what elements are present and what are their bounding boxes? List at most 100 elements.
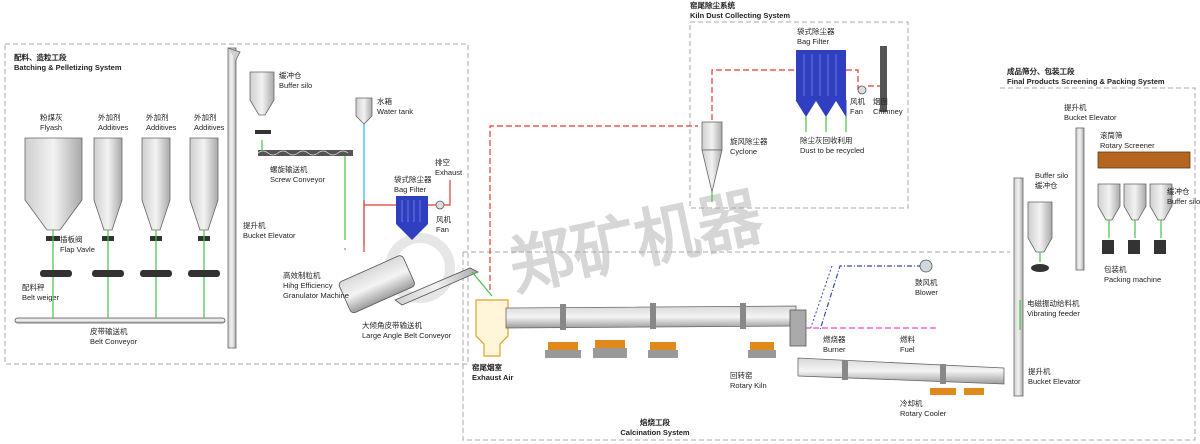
cooler-en: Rotary Cooler	[900, 409, 947, 418]
buffer-silo-1	[249, 71, 275, 116]
kiln-support-icon	[548, 342, 578, 350]
chimney-en: Chimney	[873, 107, 903, 116]
bag-filter-2-cn: 袋式除尘器	[797, 26, 835, 36]
kiln-en: Rotary Kiln	[730, 381, 767, 390]
chimney	[880, 46, 887, 112]
silo-3-cn: 外加剂	[146, 112, 169, 122]
kiln-support-icon	[595, 340, 625, 348]
screener-cn: 滚筒筛	[1100, 130, 1123, 140]
kiln-supports	[548, 340, 774, 350]
buffer-silo-cn: 缓冲仓	[279, 70, 302, 80]
dust-recycle-en: Dust to be recycled	[800, 146, 864, 155]
exhaust-en: Exhaust	[435, 168, 463, 177]
cooler-supports	[930, 388, 984, 395]
fan-1-en: Fan	[436, 225, 449, 234]
chimney-cn: 烟囱	[873, 96, 888, 106]
flyash-silo	[24, 137, 83, 231]
vibrating-feeder-icon	[1031, 264, 1049, 272]
screw-conveyor-thread	[257, 150, 349, 156]
kiln-support-icon	[650, 342, 676, 350]
buffer-silo-feeder-icon	[255, 130, 271, 134]
buffer-silos-3	[1097, 183, 1173, 221]
cyclone-cn: 旋风除尘器	[730, 136, 768, 146]
flap-valve-label-cn: 插板阀	[60, 234, 83, 244]
vib-feeder-cn: 电磁振动给料机	[1027, 298, 1080, 308]
additive-silo-3	[189, 137, 219, 231]
kiln-dust-title-cn: 窑尾除尘系统	[690, 0, 735, 10]
silo-1-cn: 粉煤灰	[40, 112, 63, 122]
granulator-machine	[338, 255, 415, 314]
packing-cn: 包装机	[1104, 264, 1127, 274]
vib-feeder-en: Vibrating feeder	[1027, 309, 1080, 318]
final-title-cn: 成品筛分、包装工段	[1007, 66, 1075, 76]
bag-filter-1-en: Bag Filter	[394, 185, 427, 194]
fuel-en: Fuel	[900, 345, 915, 354]
granulator-en-1: Hihg Efficiency	[283, 281, 333, 290]
bucket-elevator-3	[1075, 127, 1085, 271]
calcination-title-cn: 焙烧工段	[640, 417, 670, 427]
dust-recycle-cn: 除尘灰回收利用	[800, 135, 853, 145]
weiger-label-en: Belt weiger	[22, 293, 60, 302]
belt-weiger-icon	[40, 270, 72, 277]
kiln-piers	[545, 348, 776, 358]
calcination-boundary	[462, 251, 1010, 441]
watermark-text: 郑矿机器	[503, 180, 769, 304]
packing-machine-icon	[1128, 240, 1140, 254]
belt-conveyor-en: Belt Conveyor	[90, 337, 138, 346]
belt-conveyor	[14, 317, 226, 324]
calcination-title-en: Calcination System	[620, 428, 690, 437]
silo-2-en: Additives	[98, 123, 129, 132]
large-belt-cn: 大倾角皮带输送机	[362, 320, 422, 330]
bag-filter-2	[795, 50, 847, 118]
bucket-elevator-1-head	[227, 47, 241, 61]
kiln-cn: 回转窑	[730, 370, 753, 380]
bag-filter-2-en: Bag Filter	[797, 37, 830, 46]
elevator-1-cn: 提升机	[243, 220, 266, 230]
buffer-silo-en: Buffer silo	[279, 81, 312, 90]
packing-machines	[1102, 240, 1166, 254]
material-flow-final	[1019, 220, 1162, 330]
silo-2-cn: 外加剂	[98, 112, 121, 122]
fan-2-en: Fan	[850, 107, 863, 116]
fuel-cn: 燃料	[900, 334, 915, 344]
belt-conveyor-cn: 皮带输送机	[90, 326, 128, 336]
buffer-silo-3-en: Buffer silo	[1167, 197, 1200, 206]
cyclone-en: Cyclone	[730, 147, 757, 156]
packing-machine-icon	[1154, 240, 1166, 254]
granulator-cn: 高效制粒机	[283, 270, 321, 280]
rotary-cooler	[797, 357, 1005, 385]
granulator-en-2: Granulator Machine	[283, 291, 349, 300]
cyclone	[701, 121, 723, 193]
kiln-dust-title-en: Kiln Dust Collecting System	[690, 11, 790, 20]
air-line	[809, 265, 922, 331]
cooler-support-icon	[930, 388, 956, 395]
silo-4-en: Additives	[194, 123, 225, 132]
buffer-silo-2	[1027, 201, 1053, 253]
large-angle-belt-conveyor	[394, 267, 479, 306]
elevator-2-en: Bucket Elevator	[1028, 377, 1081, 386]
dust-recycle-lines	[711, 116, 847, 202]
gas-flow-batching	[363, 180, 451, 252]
buffer-silo-3-cn: 缓冲仓	[1167, 186, 1190, 196]
silo-1-en: Flyash	[40, 123, 62, 132]
belt-weiger-icon	[92, 270, 124, 277]
blower-en: Blower	[915, 288, 938, 297]
screw-conveyor-en: Screw Conveyor	[270, 175, 326, 184]
batching-title-cn: 配料、造粒工段	[14, 52, 67, 62]
additive-silo-1	[93, 137, 123, 231]
belt-weiger-icon	[188, 270, 220, 277]
bag-filter-1-cn: 袋式除尘器	[394, 174, 432, 184]
silo-4-cn: 外加剂	[194, 112, 217, 122]
weiger-label-cn: 配料秤	[22, 282, 45, 292]
section-boundaries	[4, 21, 1196, 441]
water-tank-cn: 水箱	[377, 96, 392, 106]
fan-2-cn: 风机	[850, 96, 865, 106]
blower-cn: 鼓风机	[915, 277, 938, 287]
elevator-1-en: Bucket Elevator	[243, 231, 296, 240]
gas-flow-kiln	[489, 69, 880, 290]
exhaust-air-en: Exhaust Air	[472, 373, 513, 382]
fan-2-icon	[857, 85, 867, 95]
screw-conveyor-cn: 螺旋输送机	[270, 164, 308, 174]
